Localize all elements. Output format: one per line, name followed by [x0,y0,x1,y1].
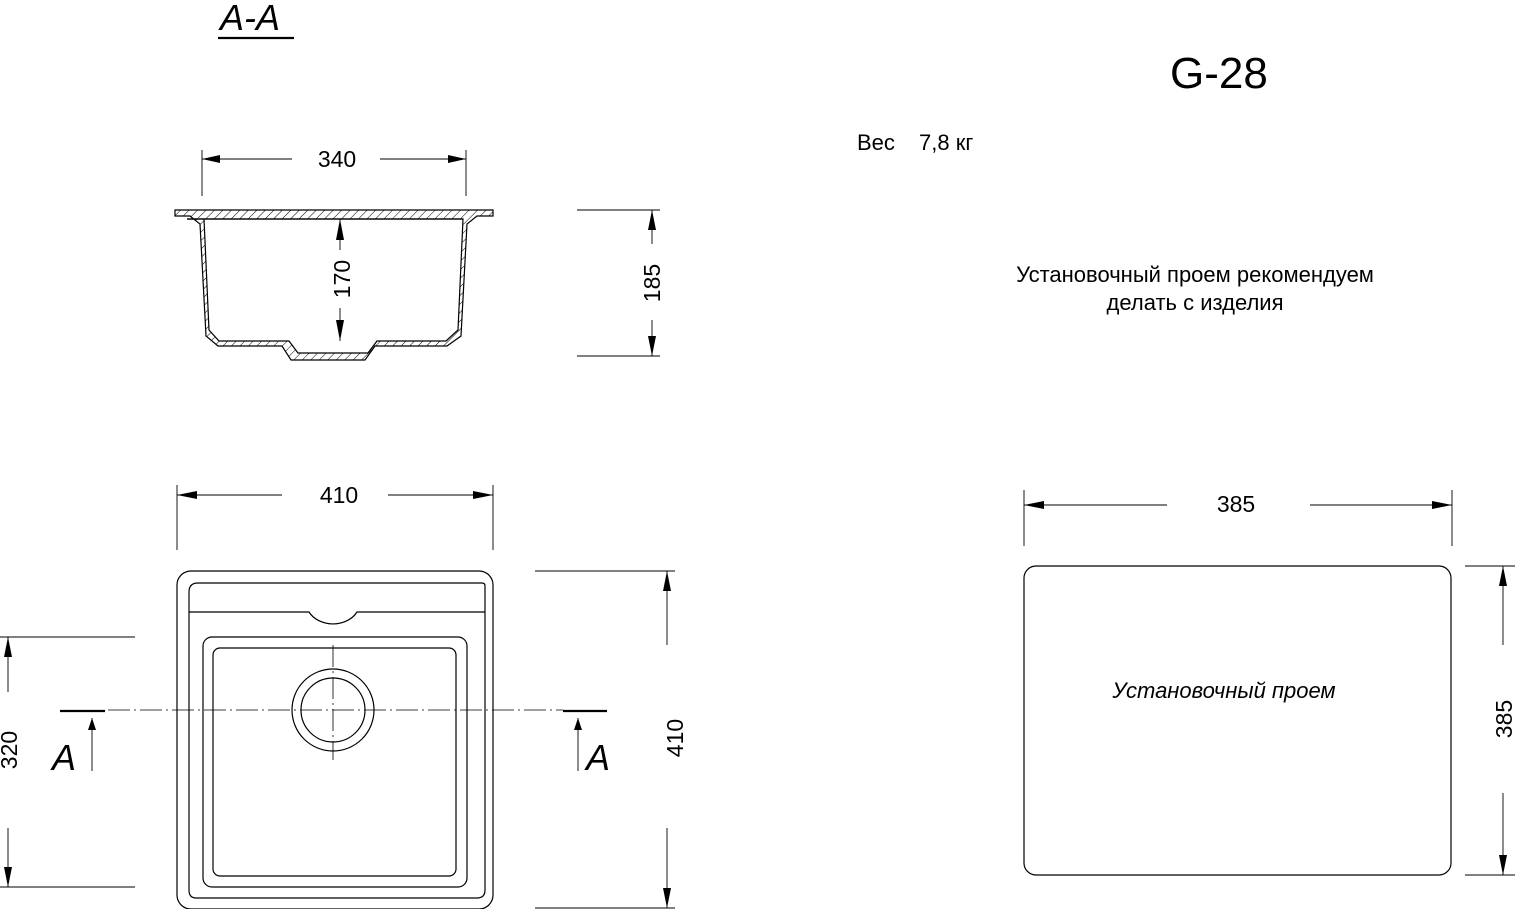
section-marker-left-arrowhead [88,718,96,730]
sink-rim-outline [188,582,486,899]
weight-value: 7,8 кг [919,130,973,155]
dim-320-arrow-top [4,637,12,657]
plan-view: A A 410 410 320 [0,482,688,909]
sink-rim-inner-line [189,611,485,625]
dim-410-width-arrow-left [177,491,197,499]
cutout-view: Установочный проем 385 385 [1023,490,1517,876]
section-wall-profile [174,209,494,361]
dim-385-length-arrow-bottom [1499,855,1507,875]
dim-410-length-label: 410 [662,719,688,757]
dim-385-width-label: 385 [1217,491,1255,517]
dim-410-length-arrow-top [663,571,671,591]
recommendation-line-2: делать с изделия [1107,290,1284,315]
dim-410-length-arrow-bottom [663,888,671,908]
dim-170-label: 170 [329,260,355,298]
dim-185-arrow-bottom [648,336,656,356]
dim-340-arrow-left [202,155,220,163]
section-marker-left-label: A [50,737,76,778]
dim-385-width-arrow-right [1432,501,1452,509]
dim-320-arrow-bottom [4,867,12,887]
dim-385-length-label: 385 [1491,700,1517,738]
dim-320-label: 320 [0,731,22,769]
dim-170-arrow-top [336,219,344,240]
dim-185-label: 185 [639,264,665,302]
cutout-label: Установочный проем [1111,678,1335,703]
bowl-outer-outline [202,636,468,888]
bowl-inner-outline [212,647,457,877]
section-marker-right-arrowhead [574,718,582,730]
dim-410-width-arrow-right [473,491,493,499]
dim-340-label: 340 [318,146,356,172]
dim-385-width-arrow-left [1024,501,1044,509]
recommendation-line-1: Установочный проем рекомендуем [1016,262,1374,287]
weight-label: Вес [857,130,895,155]
dim-185-arrow-top [648,210,656,230]
section-marker-right-label: A [584,737,610,778]
dim-385-length-arrow-top [1499,566,1507,586]
cutout-outline [1023,565,1452,876]
dim-410-width-label: 410 [320,482,358,508]
section-view: 340 170 185 [174,146,665,361]
model-title: G-28 [1170,49,1268,98]
dim-170-arrow-bottom [336,320,344,341]
section-title: A-A [218,0,280,38]
dim-340-arrow-right [448,155,466,163]
sink-outer-outline [176,570,494,909]
